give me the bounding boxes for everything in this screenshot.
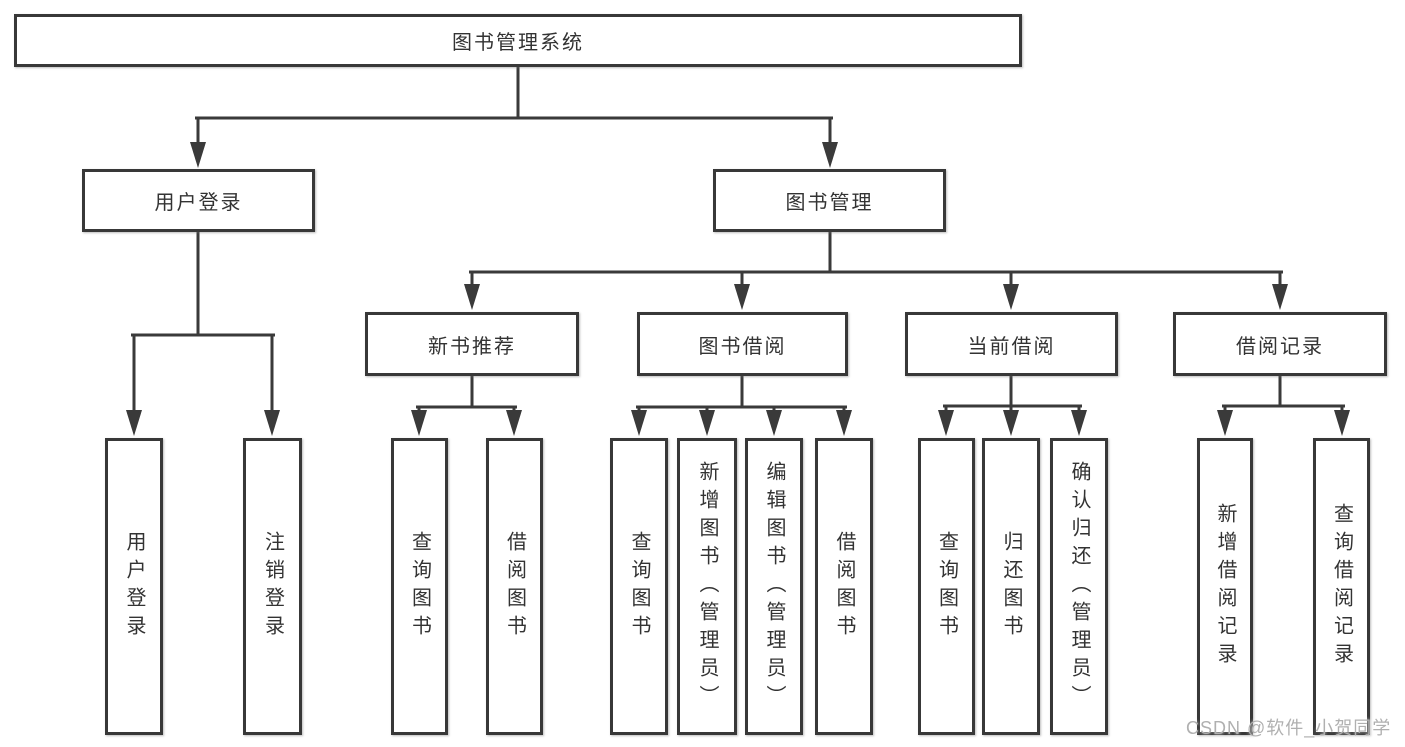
node-label: 图书管理 [785,192,874,214]
arrow-down-icon [822,142,838,168]
arrow-down-icon [1334,410,1350,436]
node-label: 图书借阅 [698,335,787,358]
arrow-down-icon [126,410,142,436]
arrow-down-icon [631,410,647,436]
node-leaf-user-login: 用户登录 [105,438,163,735]
arrow-down-icon [938,410,954,436]
node-label: 归还图书 [1000,530,1022,643]
arrow-down-icon [1003,284,1019,310]
node-library-management-system: 图书管理系统 [14,14,1022,67]
node-leaf-borrow-books-2: 借阅图书 [815,438,873,735]
node-label: 确认归还（管理员） [1068,460,1090,713]
arrow-down-icon [836,410,852,436]
arrow-down-icon [264,410,280,436]
node-label: 新书推荐 [428,335,516,358]
node-current-borrowing: 当前借阅 [905,312,1118,376]
arrow-down-icons [126,142,1350,436]
node-leaf-add-borrow-record: 新增借阅记录 [1197,438,1253,735]
node-leaf-add-books-admin: 新增图书（管理员） [677,438,737,735]
arrow-down-icon [506,410,522,436]
node-leaf-edit-books-admin: 编辑图书（管理员） [745,438,803,735]
node-label: 借阅图书 [503,530,526,643]
node-label: 查询借阅记录 [1330,502,1353,671]
arrow-down-icon [734,284,750,310]
node-label: 图书管理系统 [452,32,584,54]
node-leaf-borrow-books-1: 借阅图书 [486,438,543,735]
node-borrowing-records: 借阅记录 [1173,312,1387,376]
node-label: 新增借阅记录 [1214,502,1236,671]
arrow-down-icon [1071,410,1087,436]
arrow-down-icon [699,410,715,436]
arrow-down-icon [190,142,206,168]
arrow-down-icon [1003,410,1019,436]
arrow-down-icon [1217,410,1233,436]
node-label: 当前借阅 [967,335,1056,358]
node-label: 注销登录 [261,530,284,643]
arrow-down-icon [464,284,480,310]
node-leaf-confirm-return-admin: 确认归还（管理员） [1050,438,1108,735]
node-new-book-recommendation: 新书推荐 [365,312,579,376]
node-label: 编辑图书（管理员） [763,460,785,713]
csdn-watermark: CSDN @软件_小贺同学 [1186,718,1392,738]
node-leaf-logout: 注销登录 [243,438,302,735]
node-label: 新增图书（管理员） [696,460,718,713]
node-label: 借阅记录 [1236,335,1324,358]
node-leaf-query-books-2: 查询图书 [610,438,668,735]
node-leaf-query-books-3: 查询图书 [918,438,975,735]
node-label: 查询图书 [628,530,650,643]
node-user-login: 用户登录 [82,169,315,232]
arrow-down-icon [1272,284,1288,310]
arrow-down-icon [766,410,782,436]
arrow-down-icon [411,410,427,436]
node-label: 用户登录 [123,530,145,643]
node-leaf-query-books-1: 查询图书 [391,438,448,735]
node-label: 查询图书 [935,530,958,643]
node-label: 用户登录 [154,192,243,214]
node-label: 借阅图书 [833,530,855,643]
node-book-management: 图书管理 [713,169,946,232]
node-leaf-query-borrow-record: 查询借阅记录 [1313,438,1370,735]
node-book-borrowing: 图书借阅 [637,312,848,376]
node-label: 查询图书 [408,530,431,643]
node-leaf-return-books: 归还图书 [982,438,1040,735]
